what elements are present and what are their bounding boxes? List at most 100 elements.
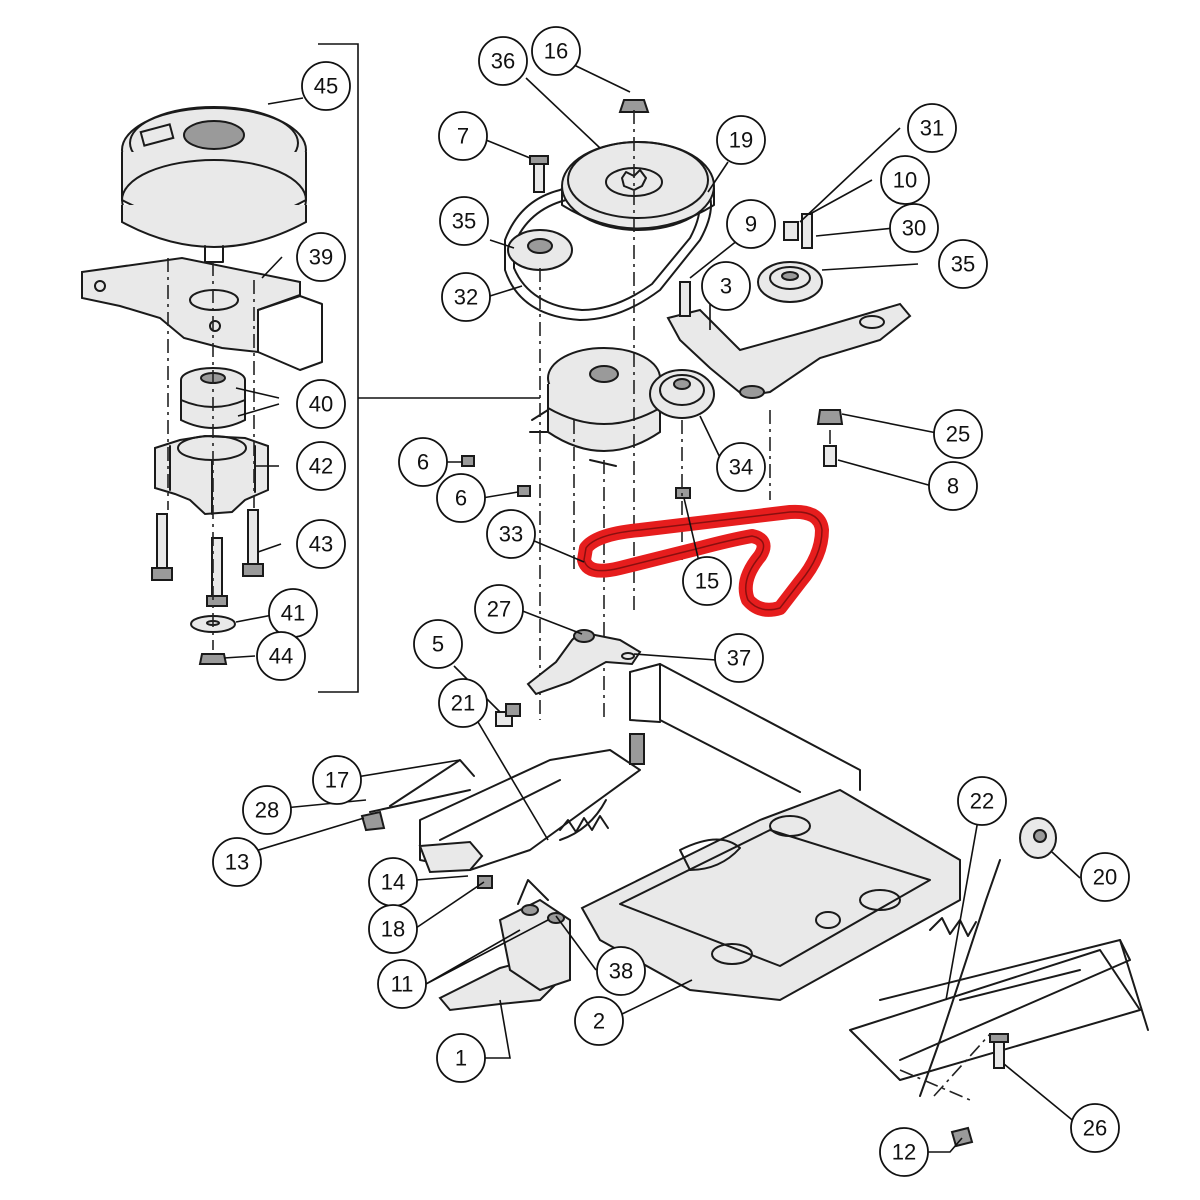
callout-35-left: 35 [439,196,489,246]
callout-17: 17 [312,755,362,805]
nut-44 [198,653,228,665]
svg-text:19: 19 [729,128,753,153]
callout-42: 42 [296,441,346,491]
svg-text:2: 2 [593,1009,605,1034]
callout-25: 25 [933,409,983,459]
callout-6-a: 6 [398,437,448,487]
bracket-14 [418,840,484,874]
spring-21 [559,815,609,833]
svg-text:25: 25 [946,422,970,447]
callout-22: 22 [957,776,1007,826]
belt-guide-37 [526,629,642,696]
nut-18 [477,875,493,889]
callout-16: 16 [531,26,581,76]
callout-18: 18 [368,904,418,954]
bolt-8 [823,445,837,467]
svg-text:18: 18 [381,917,405,942]
callout-34: 34 [716,442,766,492]
bolt-6-a [461,455,475,467]
svg-text:26: 26 [1083,1116,1107,1141]
pin-10 [801,213,813,249]
callout-38: 38 [596,946,646,996]
callout-12: 12 [879,1127,929,1177]
pulley-34 [649,369,715,419]
bolt-26 [993,1039,1005,1069]
bolts-43 [151,509,264,607]
svg-text:7: 7 [457,124,469,149]
bolt-12 [950,1126,974,1148]
callout-10: 10 [880,155,930,205]
clip-13 [360,810,386,832]
svg-text:28: 28 [255,798,279,823]
nut-16 [618,99,650,113]
svg-text:39: 39 [309,245,333,270]
svg-text:14: 14 [381,870,405,895]
callout-2: 2 [574,996,624,1046]
callout-3: 3 [701,261,751,311]
svg-text:27: 27 [487,597,511,622]
callout-40: 40 [296,379,346,429]
svg-text:34: 34 [729,455,753,480]
callout-9: 9 [726,199,776,249]
svg-text:11: 11 [391,972,414,997]
callout-45: 45 [301,61,351,111]
svg-text:40: 40 [309,392,333,417]
bolt-7 [533,161,545,193]
svg-text:37: 37 [727,646,751,671]
svg-text:31: 31 [920,116,944,141]
svg-text:6: 6 [417,450,429,475]
callout-37: 37 [714,633,764,683]
upper-pulley-assembly [461,99,912,720]
svg-text:41: 41 [281,601,305,626]
callout-21: 21 [438,678,488,728]
callout-44: 44 [256,631,306,681]
callout-43: 43 [296,519,346,569]
svg-text:12: 12 [892,1140,916,1165]
drive-belt-33 [577,504,829,617]
spring-22 [929,917,977,937]
callout-27: 27 [474,584,524,634]
lever-rod-20 [919,859,1001,1097]
callouts: 45 39 40 42 43 41 44 36 16 7 19 31 10 30… [212,26,1130,1177]
callout-13: 13 [212,837,262,887]
rod-28 [369,789,471,813]
svg-text:16: 16 [544,39,568,64]
callout-33: 33 [486,509,536,559]
svg-text:8: 8 [947,474,959,499]
callout-35-right: 35 [938,239,988,289]
svg-text:32: 32 [454,285,478,310]
svg-text:35: 35 [951,252,975,277]
callout-19: 19 [716,115,766,165]
callout-15: 15 [682,556,732,606]
callout-26: 26 [1070,1103,1120,1153]
svg-text:5: 5 [432,632,444,657]
spindle-housing-42 [154,434,269,516]
svg-text:38: 38 [609,959,633,984]
svg-text:22: 22 [970,789,994,814]
leader-lines [223,63,1083,1153]
svg-text:13: 13 [225,850,249,875]
svg-text:3: 3 [720,274,732,299]
callout-8: 8 [928,461,978,511]
callout-14: 14 [368,857,418,907]
svg-text:35: 35 [452,209,476,234]
svg-text:45: 45 [314,74,338,99]
idler-arm-3 [666,302,912,398]
callout-5: 5 [413,619,463,669]
svg-text:17: 17 [325,768,349,793]
svg-text:36: 36 [491,49,515,74]
pulley-subassembly [81,43,540,693]
svg-text:30: 30 [902,216,926,241]
double-pulley-45 [121,106,307,263]
callout-30: 30 [889,203,939,253]
svg-text:6: 6 [455,486,467,511]
callout-1: 1 [436,1033,486,1083]
callout-28: 28 [242,785,292,835]
callout-31: 31 [907,103,957,153]
svg-text:43: 43 [309,532,333,557]
svg-text:42: 42 [309,454,333,479]
belt-32 [504,165,712,321]
mounting-bracket-39 [81,256,323,371]
transaxle-1 [438,879,571,1012]
